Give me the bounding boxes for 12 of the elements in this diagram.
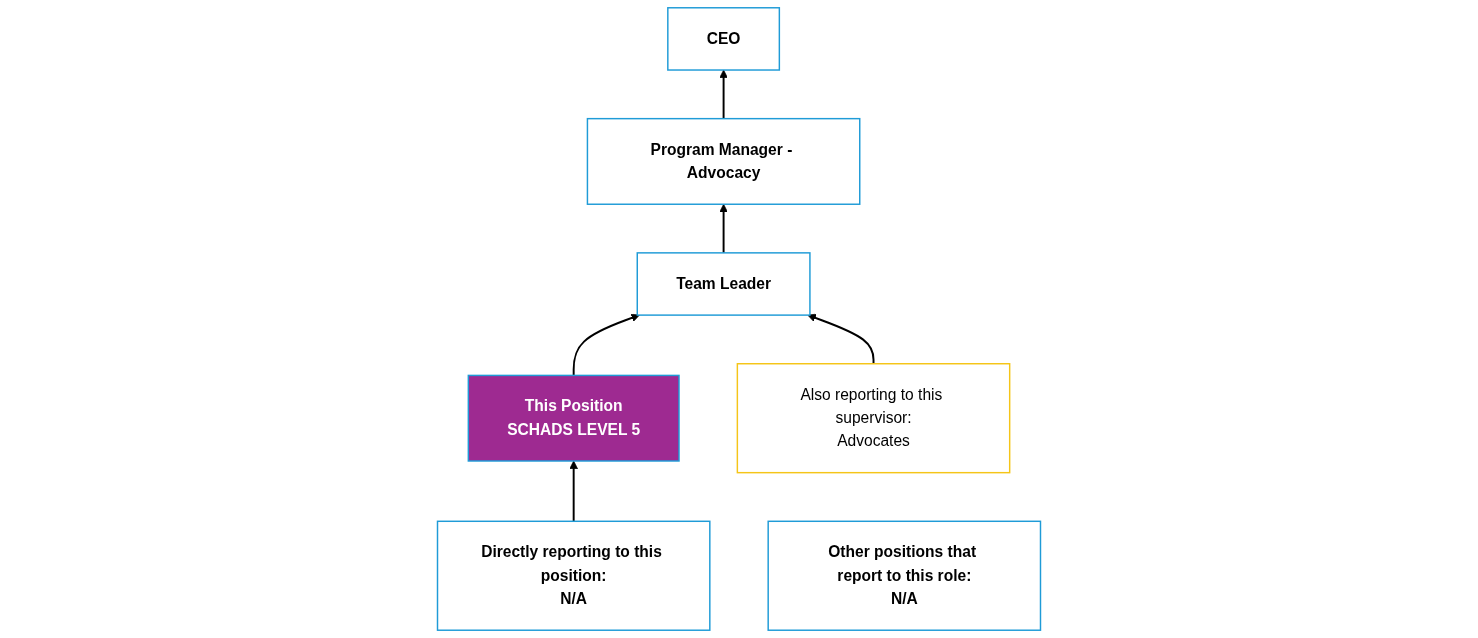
- node-box: CEO: [667, 7, 781, 71]
- arrow: [807, 313, 875, 365]
- node-box: Program Manager - Advocacy: [586, 117, 861, 205]
- node-box: Directly reporting to this position: N/A: [436, 520, 711, 631]
- arrow: [572, 313, 640, 377]
- node-box: Other positions that report to this role: N/A: [767, 520, 1042, 631]
- node-box: This Position SCHADS LEVEL 5: [467, 374, 680, 462]
- arrow: [719, 203, 728, 254]
- node-box: Team Leader: [636, 252, 811, 316]
- node-box: Also reporting to this supervisor: Advocates: [736, 363, 1011, 474]
- arrow: [719, 69, 728, 120]
- arrow: [569, 460, 578, 523]
